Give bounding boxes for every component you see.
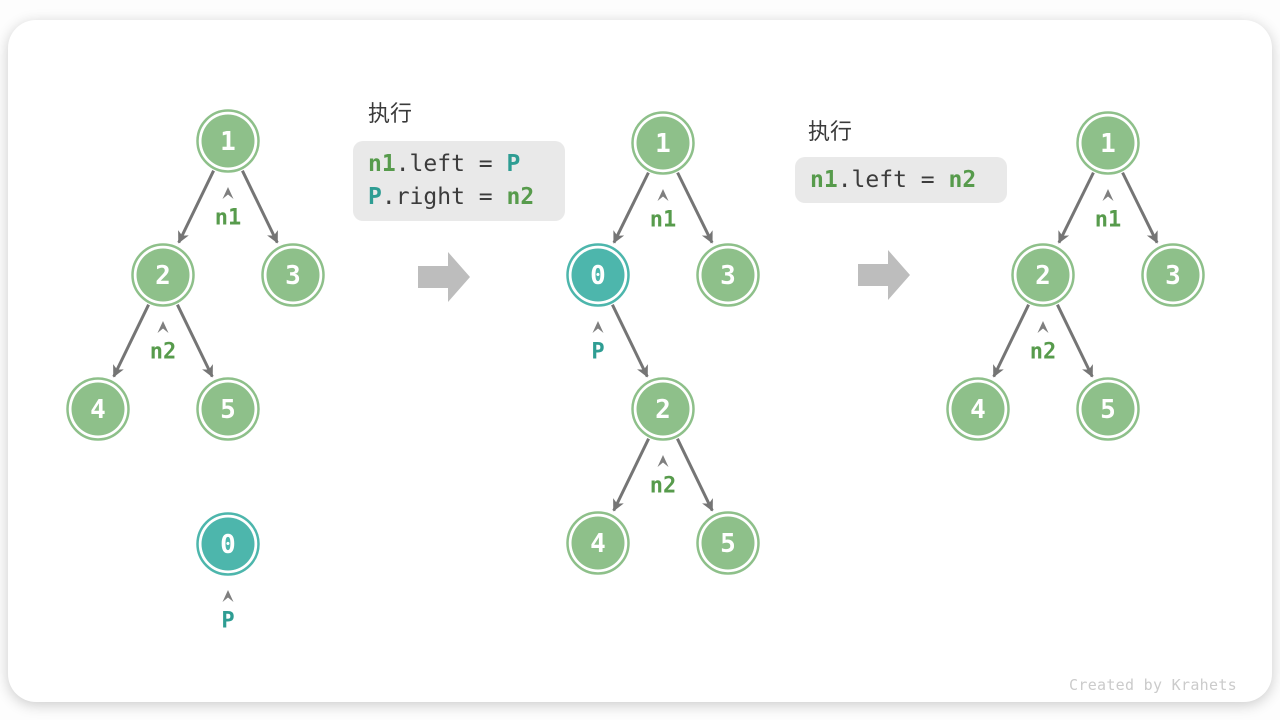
pointer-caret-icon — [1037, 321, 1049, 333]
pointer-caret-icon — [592, 321, 604, 333]
code-line: n1.left = P — [368, 148, 565, 181]
tree-edge — [611, 304, 649, 378]
tree-node-5: 5 — [1076, 377, 1140, 441]
tree-node-2: 2 — [1011, 243, 1075, 307]
code-token: n2 — [948, 167, 977, 193]
tree-node-5: 5 — [196, 377, 260, 441]
node-value: 3 — [1165, 261, 1181, 291]
node-value: 1 — [220, 127, 236, 157]
tree-node-3: 3 — [261, 243, 325, 307]
tree-edge — [612, 438, 650, 512]
code-line: n1.left = n2 — [810, 164, 1007, 196]
tree-edge — [676, 438, 714, 512]
node-value: 4 — [90, 395, 106, 425]
code-token: n2 — [506, 184, 535, 210]
code-token: P — [506, 151, 521, 177]
code-token: .left = — [395, 151, 507, 177]
pointer-label-n2: n2 — [650, 474, 677, 499]
pointer-caret-icon — [657, 455, 669, 467]
node-value: 4 — [970, 395, 986, 425]
tree-node-0: 0 — [196, 512, 260, 576]
code-token: n1 — [368, 151, 396, 177]
tree-edge — [1056, 304, 1094, 378]
tree-node-2: 2 — [631, 377, 695, 441]
pointer-label-n1: n1 — [650, 208, 677, 233]
transition-arrow-icon — [418, 252, 470, 302]
tree-node-3: 3 — [1141, 243, 1205, 307]
watermark-credit: Created by Krahets — [1069, 676, 1237, 694]
code-token: P — [368, 184, 382, 210]
pointer-caret-icon — [222, 187, 234, 199]
tree-node-4: 4 — [566, 511, 630, 575]
tree-edge — [612, 171, 650, 244]
pointer-label-n2: n2 — [150, 340, 177, 365]
tree-node-1: 1 — [631, 111, 695, 175]
node-value: 2 — [155, 261, 171, 291]
tree-edge — [676, 171, 714, 244]
tree-node-3: 3 — [696, 243, 760, 307]
code-line: P.right = n2 — [368, 181, 565, 214]
pointer-caret-icon — [222, 590, 234, 602]
node-value: 2 — [655, 395, 671, 425]
tree-edge — [177, 170, 215, 244]
node-value: 1 — [1100, 129, 1116, 159]
tree-node-2: 2 — [131, 243, 195, 307]
node-value: 5 — [220, 395, 236, 425]
tree-edge — [1057, 171, 1095, 244]
step-2-title: 执行 — [808, 119, 853, 144]
pointer-caret-icon — [657, 189, 669, 201]
node-value: 1 — [655, 129, 671, 159]
tree-node-0: 0 — [566, 243, 630, 307]
tree-edge — [176, 304, 214, 378]
pointer-caret-icon — [157, 321, 169, 333]
node-value: 2 — [1035, 261, 1051, 291]
transition-arrow-icon — [858, 250, 910, 300]
tree-edge — [112, 304, 150, 378]
pointer-caret-icon — [1102, 189, 1114, 201]
code-token: .left = — [837, 167, 949, 193]
code-token: n1 — [810, 167, 838, 193]
node-value: 3 — [720, 261, 736, 291]
pointer-label-P: P — [591, 340, 604, 365]
tree-node-5: 5 — [696, 511, 760, 575]
tree-node-1: 1 — [1076, 111, 1140, 175]
step-1-title: 执行 — [368, 101, 413, 126]
node-value: 3 — [285, 261, 301, 291]
node-value: 0 — [590, 261, 606, 291]
pointer-label-n1: n1 — [1095, 208, 1122, 233]
tree-edge — [1121, 171, 1159, 244]
node-value: 4 — [590, 529, 606, 559]
tree-edge — [992, 304, 1030, 378]
pointer-label-P: P — [221, 609, 234, 634]
step-2-code-block: n1.left = n2 — [795, 157, 1007, 203]
pointer-label-n1: n1 — [215, 206, 242, 231]
node-value: 5 — [1100, 395, 1116, 425]
node-value: 0 — [220, 530, 236, 560]
node-value: 5 — [720, 529, 736, 559]
tree-edge — [241, 170, 279, 244]
tree-node-1: 1 — [196, 109, 260, 173]
code-token: .right = — [381, 184, 507, 210]
tree-node-4: 4 — [66, 377, 130, 441]
tree-node-4: 4 — [946, 377, 1010, 441]
pointer-label-n2: n2 — [1030, 340, 1057, 365]
tree-after: 1 2 3 4 5 n1 n2 — [946, 111, 1205, 441]
tree-before: 1 2 3 4 5 0 n1 n2P — [66, 109, 325, 634]
